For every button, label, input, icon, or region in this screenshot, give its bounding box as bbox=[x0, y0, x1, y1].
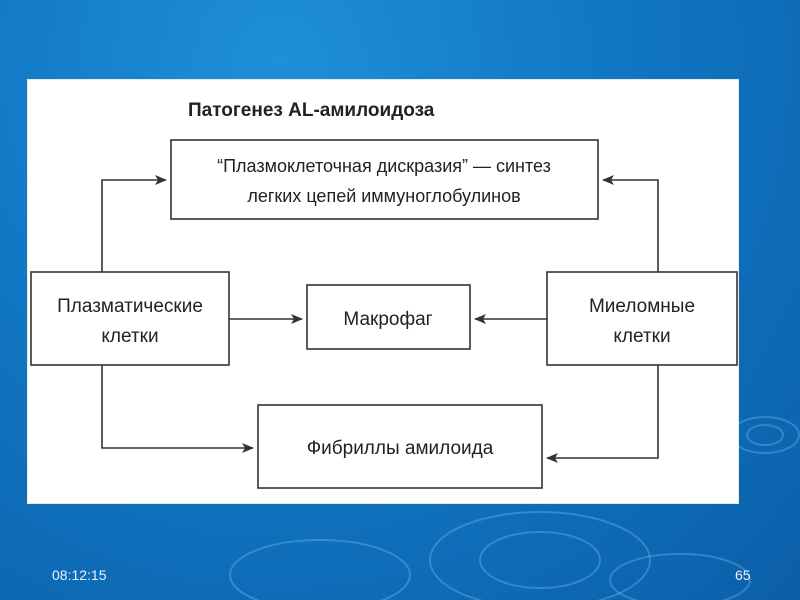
arrow-right-to-top bbox=[602, 175, 659, 272]
diagram-panel: Патогенез AL-амилоидоза “Плазмоклеточная… bbox=[27, 79, 739, 504]
right-box bbox=[546, 271, 738, 366]
slide-time: 08:12:15 bbox=[52, 567, 107, 583]
pathogenesis-diagram: Патогенез AL-амилоидоза “Плазмоклеточная… bbox=[30, 100, 738, 489]
center-box bbox=[306, 284, 471, 350]
right-box-line1: Миеломные bbox=[589, 296, 695, 317]
slide-page-number: 65 bbox=[735, 567, 751, 583]
left-box-line2: клетки bbox=[101, 326, 158, 347]
arrow-left-to-bottom bbox=[101, 365, 254, 453]
top-box bbox=[170, 139, 599, 220]
left-box bbox=[30, 271, 230, 366]
arrow-right-to-bottom bbox=[546, 365, 659, 463]
arrow-left-to-top bbox=[101, 175, 167, 272]
left-box-line1: Плазматические bbox=[57, 296, 203, 317]
center-box-line1: Макрофаг bbox=[343, 309, 432, 330]
bottom-box-line1: Фибриллы амилоида bbox=[307, 438, 494, 459]
bottom-box bbox=[257, 404, 543, 489]
top-box-line1: “Плазмоклеточная дискразия” — синтез bbox=[217, 156, 551, 176]
diagram-title: Патогенез AL-амилоидоза bbox=[188, 100, 435, 121]
right-box-line2: клетки bbox=[613, 326, 670, 347]
top-box-line2: легких цепей иммуноглобулинов bbox=[247, 186, 520, 206]
